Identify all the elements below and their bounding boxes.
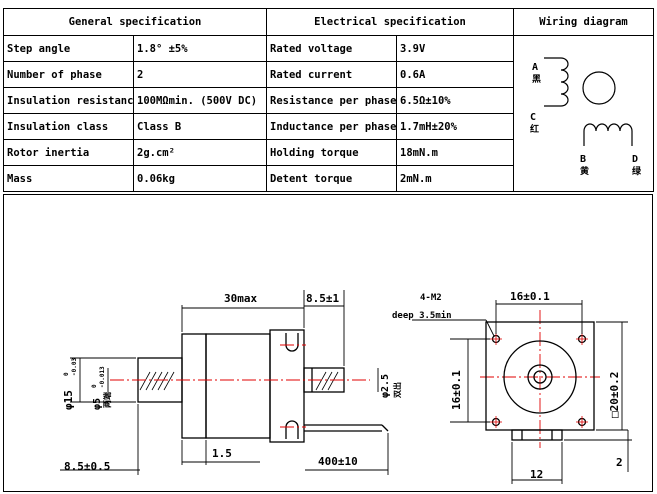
wire-b-letter: B <box>580 154 586 165</box>
spec-value: 100MΩmin. (500V DC) <box>132 87 268 114</box>
dim-hole-pitch-v: 16±0.1 <box>450 370 463 410</box>
dim-connector-width: 12 <box>530 468 543 481</box>
dim-lead-length: 400±10 <box>318 455 358 468</box>
dim-step: 1.5 <box>212 447 232 460</box>
spec-label: Mass <box>3 165 134 192</box>
spec-label: Step angle <box>3 35 134 62</box>
centerlines <box>110 310 600 448</box>
spec-label: Insulation resistance <box>3 87 134 114</box>
spec-label: Rated current <box>266 61 398 88</box>
side-view <box>137 329 389 443</box>
dim-shaft-dia: φ5 <box>92 398 103 410</box>
spec-label: Insulation class <box>3 113 134 140</box>
dim-boss-dia: φ15 <box>62 390 75 410</box>
wire-d-color: 绿 <box>632 165 642 177</box>
wire-d-letter: D <box>632 154 638 165</box>
dim-hole-depth: deep 3.5min <box>392 310 452 321</box>
spec-table: General specification Electrical specifi… <box>2 8 655 192</box>
spec-value: Class B <box>132 113 268 140</box>
dim-shaft-tol-lower: -0.013 <box>99 366 106 388</box>
rear-note: 双出 <box>392 382 402 398</box>
spec-label: Number of phase <box>3 61 134 88</box>
dim-boss-tol-lower: -0.03 <box>71 358 78 376</box>
wire-a-color: 黑 <box>532 74 541 85</box>
dim-shaft-tol-upper: 0 <box>91 384 98 388</box>
front-dimensions <box>412 300 632 484</box>
spec-value: 1.8° ±5% <box>132 35 268 62</box>
dim-boss-tol-upper: 0 <box>63 372 70 376</box>
shaft-dia-label: φ5 0 -0.013 两端 <box>91 366 112 410</box>
dim-left-bottom: 8.5±0.5 <box>64 460 110 473</box>
spec-label: Detent torque <box>266 165 398 192</box>
dim-connector-depth: 2 <box>616 456 623 469</box>
spec-label: Rotor inertia <box>3 139 134 166</box>
wire-a-letter: A <box>532 62 538 73</box>
spec-value: 3.9V <box>396 35 515 62</box>
rear-dia-label: φ2.5 双出 <box>380 374 402 398</box>
spec-value: 2mN.m <box>396 165 515 192</box>
wire-c-letter: C <box>530 112 536 123</box>
dim-body-length: 30max <box>224 292 257 305</box>
dim-hole-pitch-h: 16±0.1 <box>510 290 550 303</box>
boss-dia-label: φ15 0 -0.03 <box>62 358 78 410</box>
electrical-spec-header: Electrical specification <box>266 8 515 36</box>
spec-label: Holding torque <box>266 139 398 166</box>
side-dimensions <box>60 290 389 475</box>
spec-value: 0.06kg <box>132 165 268 192</box>
spec-value: 0.6A <box>396 61 515 88</box>
dim-rear-dia: φ2.5 <box>380 374 391 398</box>
hole-crosshairs <box>490 333 588 428</box>
wire-b-color: 黄 <box>580 165 589 177</box>
wiring-diagram: A 黑 C 红 B 黄 D 绿 <box>530 57 642 177</box>
shaft-note: 两端 <box>102 392 112 408</box>
shaft-hatch <box>139 371 339 391</box>
general-spec-header: General specification <box>2 8 268 36</box>
drawing-frame <box>3 194 653 492</box>
spec-value: 1.7mH±20% <box>396 113 515 140</box>
dim-body-square: □20±0.2 <box>608 372 621 418</box>
wiring-diagram-cell: A 黑 C 红 B 黄 D 绿 <box>513 35 655 192</box>
dim-hole-spec: 4-M2 <box>420 293 442 303</box>
dim-shaft-length: 8.5±1 <box>306 292 339 305</box>
wire-c-color: 红 <box>530 123 539 135</box>
